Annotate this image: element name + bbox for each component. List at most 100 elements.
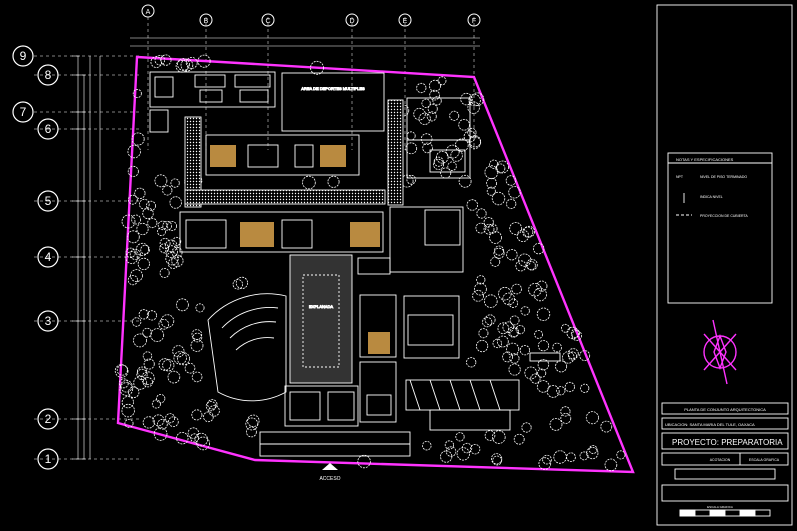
tree-symbol bbox=[131, 214, 142, 225]
covered-area bbox=[405, 379, 520, 411]
svg-text:9: 9 bbox=[20, 49, 27, 63]
top-axis-markers: A B C D E F bbox=[141, 4, 481, 27]
tree-symbol bbox=[536, 307, 551, 322]
tree-symbol bbox=[579, 451, 589, 461]
tree-symbol bbox=[127, 274, 138, 286]
tree-symbol bbox=[156, 393, 166, 404]
tree-symbol bbox=[483, 217, 494, 228]
tree-symbol bbox=[511, 283, 522, 295]
tree-symbol bbox=[196, 436, 211, 451]
tree-symbol bbox=[533, 287, 547, 302]
tree-symbol bbox=[534, 329, 543, 339]
tree-symbol bbox=[468, 136, 482, 149]
axis-marker-a: A bbox=[141, 4, 155, 18]
axis-marker-9: 9 bbox=[12, 45, 34, 67]
axis-marker-f: F bbox=[467, 13, 481, 27]
tree-symbol bbox=[133, 333, 147, 348]
svg-text:D: D bbox=[349, 18, 354, 25]
axis-marker-6: 6 bbox=[37, 118, 59, 140]
tree-symbol bbox=[427, 103, 438, 114]
tree-symbol bbox=[490, 453, 503, 465]
tree-symbol bbox=[447, 161, 457, 171]
tree-symbol bbox=[173, 351, 187, 365]
upper-classroom-block bbox=[205, 134, 360, 176]
tree-symbol bbox=[588, 445, 598, 454]
tree-symbol bbox=[185, 57, 198, 69]
tree-symbol bbox=[158, 318, 170, 330]
axis-marker-2: 2 bbox=[37, 408, 59, 430]
tree-symbol bbox=[476, 275, 486, 285]
library-block bbox=[389, 206, 464, 273]
tree-symbol bbox=[600, 420, 613, 433]
tree-symbol bbox=[538, 457, 552, 470]
tree-symbol bbox=[165, 245, 178, 258]
tree-symbol bbox=[478, 328, 489, 339]
left-axis-markers: 9 8 7 6 5 4 3 2 1 bbox=[12, 45, 59, 470]
tree-symbol bbox=[157, 220, 168, 231]
tree-symbol bbox=[167, 258, 179, 269]
tree-symbol bbox=[139, 198, 150, 210]
tree-symbol bbox=[491, 430, 506, 444]
tree-symbol bbox=[129, 248, 141, 260]
tree-symbol bbox=[126, 230, 140, 244]
tree-symbol bbox=[519, 345, 531, 356]
axis-marker-c: C bbox=[261, 13, 275, 27]
tree-symbol bbox=[190, 433, 200, 443]
tree-symbol bbox=[429, 89, 440, 101]
tree-symbol bbox=[553, 450, 567, 464]
tree-symbol bbox=[208, 405, 220, 417]
svg-text:6: 6 bbox=[45, 122, 52, 136]
tree-symbol bbox=[566, 326, 579, 340]
tree-symbol bbox=[157, 227, 166, 237]
tree-symbol bbox=[153, 427, 168, 441]
tree-symbol bbox=[506, 248, 518, 261]
tree-symbol bbox=[154, 55, 166, 66]
tree-symbol bbox=[493, 247, 505, 259]
tree-symbol bbox=[549, 417, 563, 431]
tree-symbol bbox=[310, 60, 324, 75]
tree-symbol bbox=[160, 314, 175, 328]
tree-symbol bbox=[502, 351, 514, 363]
tree-symbol bbox=[121, 214, 136, 229]
tree-symbol bbox=[491, 191, 506, 206]
tree-symbol bbox=[509, 353, 520, 364]
tree-symbol bbox=[147, 217, 158, 229]
tree-symbol bbox=[146, 310, 157, 321]
tree-symbol bbox=[195, 303, 205, 313]
tree-symbol bbox=[566, 452, 576, 463]
tree-symbol bbox=[433, 156, 444, 167]
tree-symbol bbox=[131, 317, 142, 327]
buildings: AREA DE DEPORTES MULTIPLES EXPLANADA bbox=[149, 71, 561, 457]
tree-symbol bbox=[120, 380, 133, 393]
tree-symbol bbox=[245, 426, 257, 438]
drawing-title: PLANTA DE CONJUNTO ARQUITECTONICA bbox=[684, 407, 766, 412]
svg-text:5: 5 bbox=[45, 194, 52, 208]
tree-symbol bbox=[187, 427, 200, 439]
tree-symbol bbox=[162, 220, 173, 231]
location-text: UBICACION: SANTA MARIA DEL TULE, OAXACA bbox=[665, 422, 755, 427]
tree-symbol bbox=[157, 418, 168, 430]
tree-symbol bbox=[125, 251, 139, 265]
tree-symbol bbox=[537, 359, 550, 371]
tree-symbol bbox=[121, 403, 135, 418]
tree-symbol bbox=[555, 360, 568, 373]
tree-symbol bbox=[564, 381, 575, 393]
tree-symbol bbox=[521, 422, 532, 433]
tree-symbol bbox=[170, 178, 180, 188]
tree-symbol bbox=[197, 54, 211, 68]
tree-symbol bbox=[458, 174, 472, 188]
tree-symbol bbox=[537, 368, 547, 378]
tree-symbol bbox=[154, 174, 168, 188]
tree-symbol bbox=[530, 373, 541, 384]
tree-symbol bbox=[492, 338, 503, 349]
tree-symbol bbox=[426, 111, 437, 122]
tree-symbol bbox=[536, 380, 550, 393]
tree-symbol bbox=[418, 112, 431, 125]
svg-text:E: E bbox=[403, 18, 408, 25]
tree-symbol bbox=[171, 254, 184, 267]
legend-text-npt: NIVEL DE PISO TERMINADO bbox=[700, 175, 747, 179]
tree-symbol bbox=[526, 258, 538, 271]
tree-symbol bbox=[546, 384, 560, 398]
tree-symbol bbox=[143, 358, 155, 370]
